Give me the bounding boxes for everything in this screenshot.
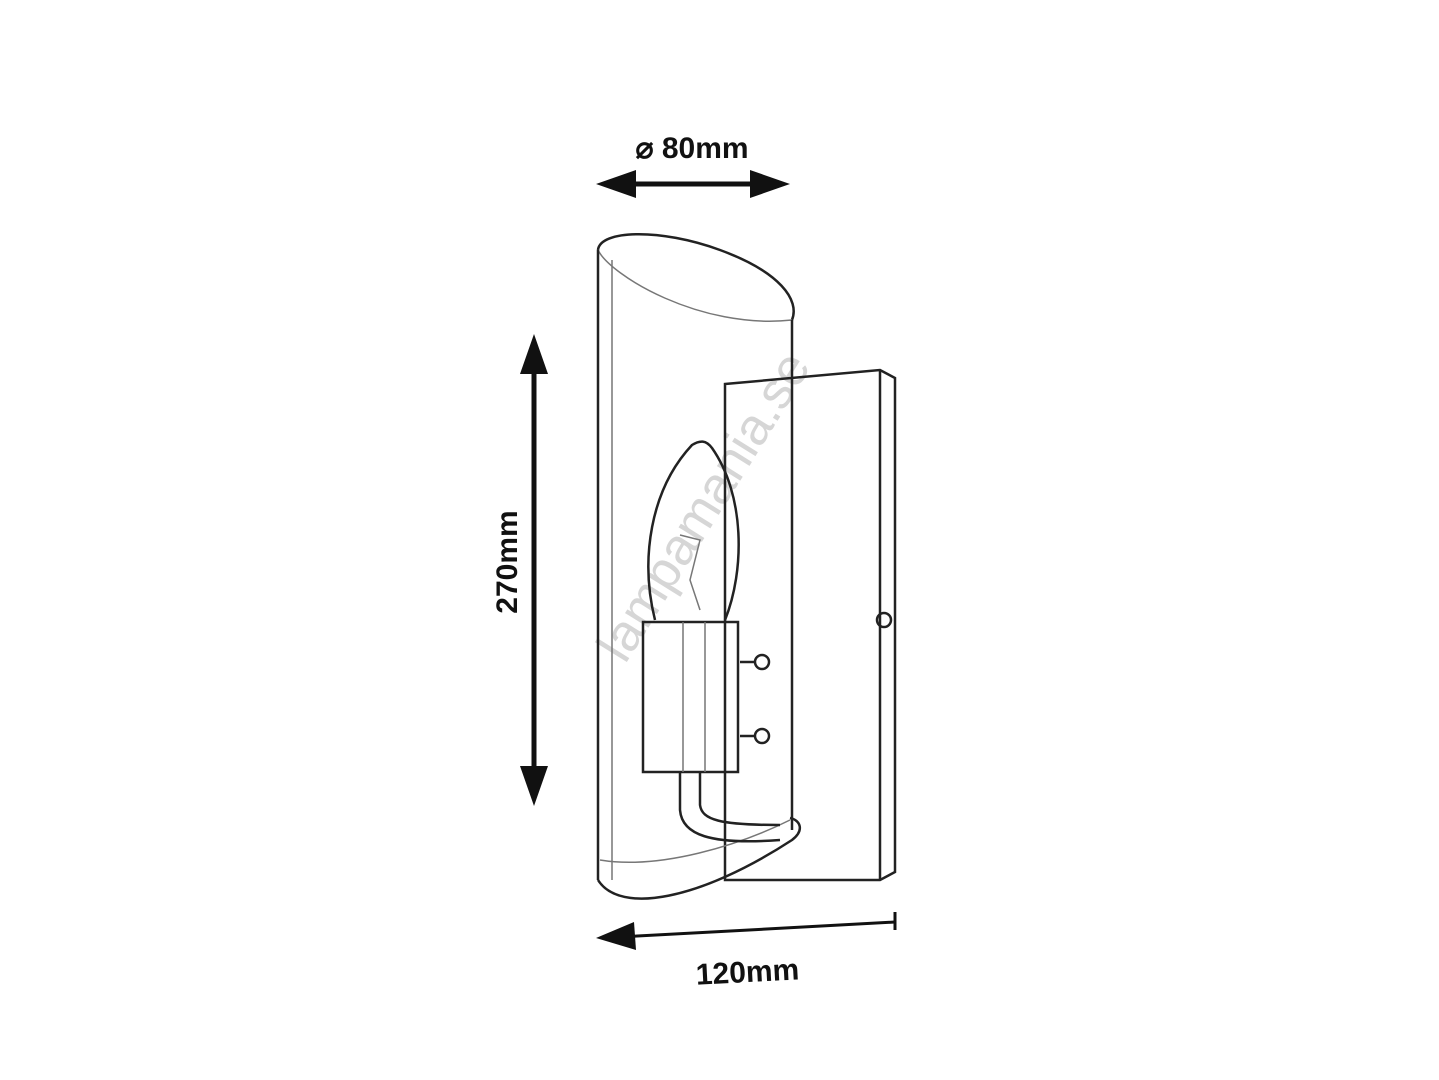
height-label: 270mm bbox=[491, 510, 524, 613]
diameter-label: ⌀ 80mm bbox=[635, 132, 748, 165]
height-arrow bbox=[520, 334, 548, 806]
depth-arrow bbox=[596, 912, 897, 950]
wall-plate bbox=[723, 368, 897, 882]
candle-bulb bbox=[647, 440, 740, 621]
diameter-arrow bbox=[596, 170, 790, 198]
depth-label: 120mm bbox=[695, 953, 800, 991]
screws bbox=[740, 653, 771, 745]
glass-shade bbox=[596, 233, 801, 900]
socket bbox=[641, 620, 781, 843]
